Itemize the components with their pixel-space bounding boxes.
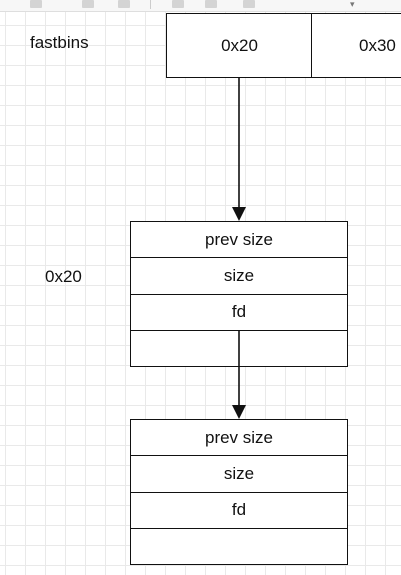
toolbar-icon[interactable] [82,0,94,8]
chevron-down-icon[interactable]: ▾ [350,0,355,9]
arrowhead [232,405,246,419]
arrowhead [232,207,246,221]
toolbar: ▾ [0,0,401,12]
fastbin-0x20-cell: 0x20 [166,13,313,78]
toolbar-icon[interactable] [205,0,217,8]
fd-field: fd [131,493,347,529]
fd-field: fd [131,295,347,331]
size-field: size [131,456,347,493]
toolbar-separator [150,0,151,9]
toolbar-icon[interactable] [118,0,130,8]
fastbins-label: fastbins [30,33,89,52]
chunk-2: prev size size fd [130,419,348,565]
size-field: size [131,258,347,295]
fastbin-0x30-cell: 0x30 [311,13,401,78]
chunk-size-label: 0x20 [45,267,82,286]
toolbar-icon[interactable] [172,0,184,8]
fastbin-size-label: 0x30 [359,35,396,55]
prev-size-field: prev size [131,222,347,259]
fastbin-size-label: 0x20 [221,35,258,55]
toolbar-icon[interactable] [30,0,42,8]
toolbar-icon[interactable] [243,0,255,8]
prev-size-field: prev size [131,420,347,457]
